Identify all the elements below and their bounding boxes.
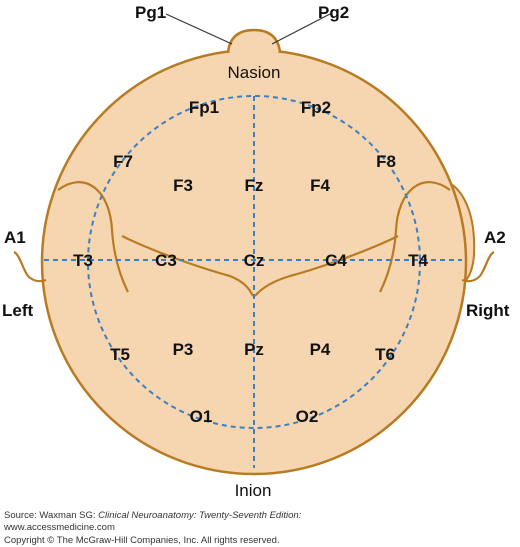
nasion-label: Nasion	[228, 63, 281, 82]
pg2-label: Pg2	[318, 3, 349, 22]
right-ear-lobe	[461, 251, 495, 283]
electrode-f3: F3	[173, 176, 193, 195]
dashed-circumference	[87, 95, 421, 429]
electrode-cz: Cz	[244, 251, 265, 270]
nose	[226, 28, 282, 53]
right-ear-inner	[379, 181, 451, 293]
pg2-leader-line	[271, 13, 331, 45]
central-sulcus-left	[121, 235, 254, 297]
electrode-t5: T5	[110, 345, 130, 364]
a1-label: A1	[4, 228, 26, 247]
left-ear-lobe	[13, 251, 47, 283]
electrode-o2: O2	[296, 407, 319, 426]
copyright: Copyright © The McGraw-Hill Companies, I…	[4, 535, 280, 546]
electrode-c3: C3	[155, 251, 177, 270]
right-label: Right	[466, 301, 510, 320]
electrode-o1: O1	[190, 407, 213, 426]
source-prefix: Source: Waxman SG:	[4, 510, 99, 521]
left-label: Left	[2, 301, 34, 320]
electrode-fz: Fz	[245, 176, 264, 195]
electrode-t6: T6	[375, 345, 395, 364]
electrode-pz: Pz	[244, 340, 264, 359]
electrode-fp1: Fp1	[189, 98, 219, 117]
electrode-c4: C4	[325, 251, 347, 270]
source-caption: Source: Waxman SG: Clinical Neuroanatomy…	[4, 510, 301, 522]
electrode-p4: P4	[310, 340, 331, 359]
central-sulcus-right	[254, 235, 399, 297]
electrode-t4: T4	[408, 251, 428, 270]
electrode-fp2: Fp2	[301, 98, 331, 117]
electrode-f7: F7	[113, 152, 133, 171]
source-url: www.accessmedicine.com	[4, 522, 115, 533]
source-title: Clinical Neuroanatomy: Twenty-Seventh Ed…	[98, 510, 302, 521]
a2-label: A2	[484, 228, 506, 247]
electrode-f4: F4	[310, 176, 330, 195]
electrode-p3: P3	[173, 340, 194, 359]
left-ear-inner	[57, 181, 129, 293]
electrode-f8: F8	[376, 152, 396, 171]
inion-label: Inion	[235, 481, 272, 500]
pg1-label: Pg1	[135, 3, 166, 22]
electrode-t3: T3	[73, 251, 93, 270]
pg1-leader-line	[165, 13, 233, 45]
